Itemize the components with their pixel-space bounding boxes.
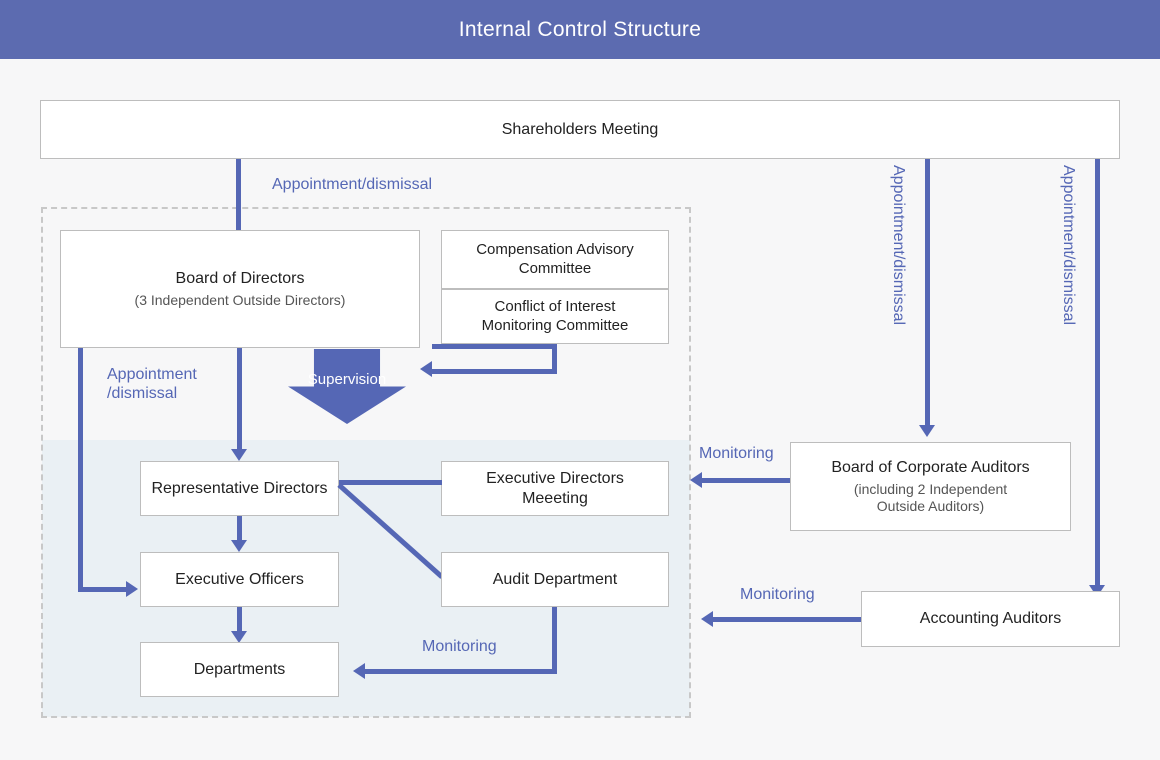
edge-board-to-representative-directors-arrowhead — [231, 449, 247, 461]
edge-executive-officers-to-departments-arrowhead — [231, 631, 247, 643]
edge-audit-to-departments-arrowhead — [353, 663, 365, 679]
edge-board-to-executive-officers-vertical — [78, 348, 83, 590]
node-board-of-directors[interactable]: Board of Directors (3 Independent Outsid… — [60, 230, 420, 348]
edge-accounting-auditors-to-audit-dept — [713, 617, 861, 622]
node-committee-stack[interactable]: Compensation Advisory Committee — [441, 230, 669, 289]
node-label: Shareholders Meeting — [501, 120, 659, 138]
node-board-of-corporate-auditors[interactable]: Board of Corporate Auditors (including 2… — [790, 442, 1071, 531]
edge-committee-to-board-arrowhead — [420, 361, 432, 377]
edge-shareholders-to-board — [236, 159, 241, 264]
node-representative-directors[interactable]: Representative Directors — [140, 461, 339, 516]
edge-representative-to-executive-officers — [237, 516, 242, 543]
node-departments[interactable]: Departments — [140, 642, 339, 697]
node-accounting-auditors[interactable]: Accounting Auditors — [861, 591, 1120, 647]
edge-label-monitoring-audit-dept: Monitoring — [422, 638, 497, 655]
diagram-canvas: Shareholders Meeting Appointment/dismiss… — [0, 59, 1160, 760]
page-header: Internal Control Structure — [0, 0, 1160, 59]
node-sublabel: (3 Independent Outside Directors) — [134, 291, 346, 308]
edge-audit-to-departments-horizontal — [365, 669, 557, 674]
supervision-block-arrow: Supervision — [288, 349, 406, 424]
edge-shareholders-to-corporate-auditors — [925, 159, 930, 429]
node-shareholders-meeting[interactable]: Shareholders Meeting — [40, 100, 1120, 159]
edge-committee-to-board-horizontal-run — [432, 369, 557, 374]
edge-label-monitoring-accounting: Monitoring — [740, 586, 815, 603]
edge-committee-to-board-vertical — [552, 344, 557, 369]
edge-corporate-auditors-to-meeting — [702, 478, 790, 483]
node-label: Board of Corporate Auditors — [831, 458, 1030, 476]
node-sublabel: (including 2 Independent Outside Auditor… — [853, 480, 1008, 514]
governance-group-frame — [41, 207, 691, 718]
edge-board-to-executive-officers-horizontal — [78, 587, 128, 592]
edge-committee-to-board-horizontal — [432, 344, 557, 349]
edge-accounting-auditors-to-audit-dept-arrowhead — [701, 611, 713, 627]
supervision-label: Supervision — [307, 371, 387, 388]
edge-board-to-representative-directors — [237, 348, 242, 453]
edge-board-to-executive-officers-arrowhead — [126, 581, 138, 597]
node-label: Conflict of Interest Monitoring Committe… — [481, 298, 629, 334]
edge-audit-to-departments-vertical — [552, 607, 557, 674]
edge-executive-officers-to-departments — [237, 607, 242, 634]
node-label: Board of Directors — [175, 269, 305, 287]
edge-representative-to-executive-meeting — [339, 480, 442, 485]
edge-label-monitoring-auditors: Monitoring — [699, 445, 774, 462]
node-label: Accounting Auditors — [919, 610, 1062, 627]
node-label: Executive Officers — [175, 570, 304, 588]
edge-shareholders-to-corporate-auditors-arrowhead — [919, 425, 935, 437]
node-label: Departments — [193, 660, 286, 678]
edge-label-appointment-dismissal-accounting: Appointment/dismissal — [1060, 165, 1078, 326]
node-executive-directors-meeting[interactable]: Executive Directors Meeeting — [441, 461, 669, 516]
node-audit-department[interactable]: Audit Department — [441, 552, 669, 607]
node-label: Representative Directors — [151, 479, 328, 497]
edge-representative-to-executive-officers-arrowhead — [231, 540, 247, 552]
node-label: Audit Department — [492, 570, 618, 588]
page-title: Internal Control Structure — [458, 17, 702, 41]
edge-representative-to-audit-department — [337, 483, 444, 579]
node-label: Executive Directors Meeeting — [486, 469, 624, 507]
edge-label-appointment-dismissal-auditors: Appointment/dismissal — [890, 165, 908, 326]
node-compensation-advisory-committee[interactable]: Compensation Advisory Committee — [476, 241, 634, 277]
node-conflict-of-interest-committee[interactable]: Conflict of Interest Monitoring Committe… — [441, 289, 669, 344]
edge-corporate-auditors-to-meeting-arrowhead — [690, 472, 702, 488]
edge-shareholders-to-accounting-auditors — [1095, 159, 1100, 589]
node-executive-officers[interactable]: Executive Officers — [140, 552, 339, 607]
edge-label-appointment-dismissal-top: Appointment/dismissal — [272, 176, 433, 193]
edge-label-appointment-dismissal-board: Appointment /dismissal — [107, 366, 197, 403]
